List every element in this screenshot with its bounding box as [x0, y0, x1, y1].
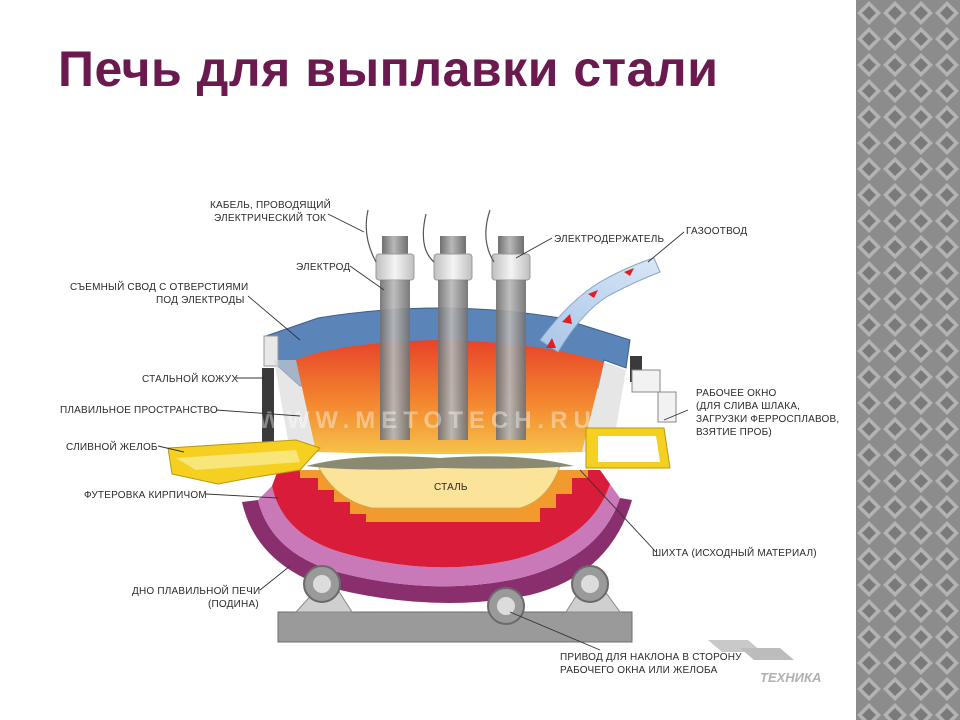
label-brick-lining: ФУТЕРОВКА КИРПИЧОМ: [84, 490, 207, 501]
watermark: WWW.METOTECH.RU: [258, 407, 597, 434]
label-work-window-line2: (ДЛЯ СЛИВА ШЛАКА,: [696, 401, 800, 412]
power-cables: [365, 209, 495, 263]
label-roof-line2: ПОД ЭЛЕКТРОДЫ: [156, 295, 245, 306]
steel-shell-left: [262, 368, 274, 444]
furnace-diagram: WWW.METOTECH.RU КАБЕЛЬ, ПРОВОДЯЩИЙ ЭЛЕКТ…: [60, 198, 839, 685]
label-melting-space: ПЛАВИЛЬНОЕ ПРОСТРАНСТВО: [60, 405, 218, 416]
label-cable-line1: КАБЕЛЬ, ПРОВОДЯЩИЙ: [210, 198, 331, 211]
label-gas-outlet: ГАЗООТВОД: [686, 226, 747, 237]
tekhnika-logo: ТЕХНИКА: [708, 640, 821, 685]
label-work-window-line4: ВЗЯТИЕ ПРОБ): [696, 427, 772, 438]
gas-flow-arrows: [546, 268, 634, 348]
label-electrode: ЭЛЕКТРОД: [296, 262, 350, 273]
label-hearth-line1: ДНО ПЛАВИЛЬНОЙ ПЕЧИ: [132, 584, 260, 597]
leader-lines: [157, 213, 689, 651]
label-work-window-line1: РАБОЧЕЕ ОКНО: [696, 388, 776, 399]
steel-melt: [317, 465, 561, 509]
label-electrode-holder: ЭЛЕКТРОДЕРЖАТЕЛЬ: [554, 234, 664, 245]
label-pouring-spout: СЛИВНОЙ ЖЕЛОБ: [66, 440, 158, 453]
label-cable-line2: ЭЛЕКТРИЧЕСКИЙ ТОК: [214, 211, 326, 224]
electrode-left: [375, 236, 415, 440]
logo-text: ТЕХНИКА: [760, 670, 821, 685]
slide-title: Печь для выплавки стали: [58, 41, 719, 97]
decorative-pattern-strip: [856, 0, 960, 720]
electrode-middle: [433, 236, 473, 440]
label-work-window-line3: ЗАГРУЗКИ ФЕРРОСПЛАВОВ,: [696, 414, 839, 425]
label-steel: СТАЛЬ: [434, 482, 468, 493]
tilt-rollers: [303, 565, 609, 625]
label-hearth-line2: (ПОДИНА): [208, 599, 259, 610]
electrodes: [375, 236, 531, 440]
label-charge: ШИХТА (ИСХОДНЫЙ МАТЕРИАЛ): [652, 546, 817, 559]
work-window: [585, 369, 677, 469]
electrode-right: [491, 236, 531, 440]
gas-outlet-pipe: [539, 257, 661, 353]
label-tilt-drive-line2: РАБОЧЕГО ОКНА ИЛИ ЖЕЛОБА: [560, 665, 718, 676]
charge-layer: [306, 456, 574, 470]
label-tilt-drive-line1: ПРИВОД ДЛЯ НАКЛОНА В СТОРОНУ: [560, 652, 742, 663]
label-roof-line1: СЪЕМНЫЙ СВОД С ОТВЕРСТИЯМИ: [70, 280, 248, 293]
label-steel-shell: СТАЛЬНОЙ КОЖУХ: [142, 372, 238, 385]
